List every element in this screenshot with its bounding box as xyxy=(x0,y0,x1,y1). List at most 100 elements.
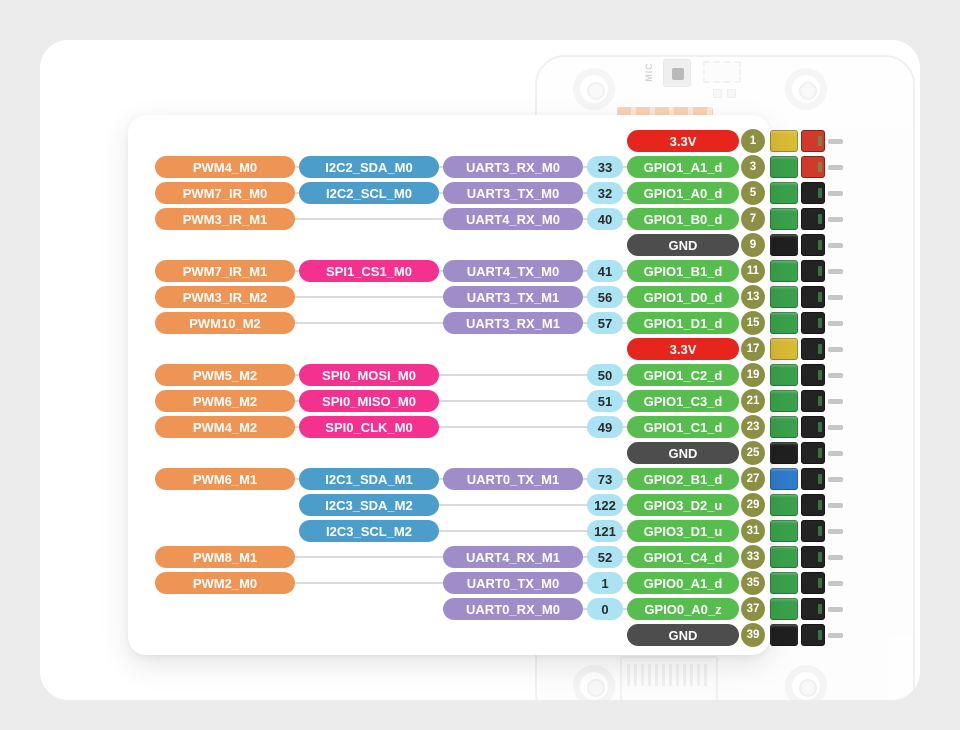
header-pad-even xyxy=(801,520,825,542)
header-pin-stub xyxy=(828,554,843,560)
physical-pin-number: 11 xyxy=(741,259,765,283)
pwm-pill: PWM5_M2 xyxy=(155,364,295,386)
gpio-number-pill: 40 xyxy=(587,208,623,230)
gpio-number-pill: 49 xyxy=(587,416,623,438)
header-pin-stub xyxy=(828,190,843,196)
gpio-number-pill: 1 xyxy=(587,572,623,594)
spi-pill: SPI0_CLK_M0 xyxy=(299,416,439,438)
physical-pin-number: 25 xyxy=(741,441,765,465)
header-pin-stub xyxy=(828,398,843,404)
header-pad-odd xyxy=(770,156,798,178)
gpio-number-pill: 41 xyxy=(587,260,623,282)
header-pad-even xyxy=(801,494,825,516)
header-pin-stub xyxy=(828,372,843,378)
header-pad-odd xyxy=(770,494,798,516)
gpio-name-pill: GPIO0_A0_z xyxy=(627,598,739,620)
pwm-pill: PWM7_IR_M1 xyxy=(155,260,295,282)
connector-line xyxy=(162,582,648,584)
physical-pin-number: 1 xyxy=(741,129,765,153)
pwm-pill: PWM6_M1 xyxy=(155,468,295,490)
header-pin-row xyxy=(770,570,848,596)
gnd-pill: GND xyxy=(627,442,739,464)
header-pad-odd xyxy=(770,598,798,620)
physical-pin-number: 29 xyxy=(741,493,765,517)
gpio-number-pill: 122 xyxy=(587,494,623,516)
gpio-name-pill: GPIO1_B1_d xyxy=(627,260,739,282)
header-pad-even xyxy=(801,390,825,412)
gpio-name-pill: GPIO1_A1_d xyxy=(627,156,739,178)
header-pin-row xyxy=(770,544,848,570)
power-pill: 3.3V xyxy=(627,130,739,152)
physical-pin-number: 23 xyxy=(741,415,765,439)
header-pad-even xyxy=(801,442,825,464)
header-pin-row xyxy=(770,310,848,336)
gnd-pill: GND xyxy=(627,624,739,646)
physical-pin-number: 19 xyxy=(741,363,765,387)
uart-pill: UART3_RX_M0 xyxy=(443,156,583,178)
header-pad-even xyxy=(801,130,825,152)
header-pin-row xyxy=(770,518,848,544)
header-pad-even xyxy=(801,260,825,282)
header-pin-row xyxy=(770,622,848,648)
physical-pin-number: 27 xyxy=(741,467,765,491)
header-pin-stub xyxy=(828,242,843,248)
gpio-name-pill: GPIO1_C2_d xyxy=(627,364,739,386)
spi-pill: SPI0_MISO_M0 xyxy=(299,390,439,412)
header-pin-stub xyxy=(828,138,843,144)
mic-label: MIC xyxy=(643,62,654,82)
gpio-name-pill: GPIO3_D1_u xyxy=(627,520,739,542)
header-pin-row xyxy=(770,180,848,206)
header-pad-even xyxy=(801,312,825,334)
header-pad-odd xyxy=(770,208,798,230)
header-pad-odd xyxy=(770,624,798,646)
gpio-number-pill: 33 xyxy=(587,156,623,178)
header-pad-even xyxy=(801,234,825,256)
mounting-hole xyxy=(785,68,827,110)
header-pad-odd xyxy=(770,234,798,256)
header-pad-even xyxy=(801,416,825,438)
header-pin-stub xyxy=(828,268,843,274)
physical-pin-number: 15 xyxy=(741,311,765,335)
header-pad-odd xyxy=(770,572,798,594)
header-pin-stub xyxy=(828,450,843,456)
physical-pin-number: 17 xyxy=(741,337,765,361)
mic-component xyxy=(663,59,691,87)
gpio-number-pill: 52 xyxy=(587,546,623,568)
header-pad-even xyxy=(801,208,825,230)
physical-pin-number: 37 xyxy=(741,597,765,621)
gpio-number-pill: 56 xyxy=(587,286,623,308)
i2c-pill: I2C2_SCL_M0 xyxy=(299,182,439,204)
header-pad-even xyxy=(801,598,825,620)
header-pad-odd xyxy=(770,546,798,568)
uart-pill: UART4_TX_M0 xyxy=(443,260,583,282)
fpc-connector xyxy=(620,656,718,700)
connector-line xyxy=(162,296,648,298)
uart-pill: UART3_TX_M1 xyxy=(443,286,583,308)
header-pad-even xyxy=(801,286,825,308)
header-pad-odd xyxy=(770,338,798,360)
connector-line xyxy=(306,530,648,532)
connector-line xyxy=(162,322,648,324)
gpio-number-pill: 50 xyxy=(587,364,623,386)
pwm-pill: PWM8_M1 xyxy=(155,546,295,568)
gpio-name-pill: GPIO1_A0_d xyxy=(627,182,739,204)
header-pin-stub xyxy=(828,294,843,300)
spi-pill: SPI0_MOSI_M0 xyxy=(299,364,439,386)
gpio-number-pill: 121 xyxy=(587,520,623,542)
header-pin-row xyxy=(770,284,848,310)
pwm-pill: PWM3_IR_M1 xyxy=(155,208,295,230)
